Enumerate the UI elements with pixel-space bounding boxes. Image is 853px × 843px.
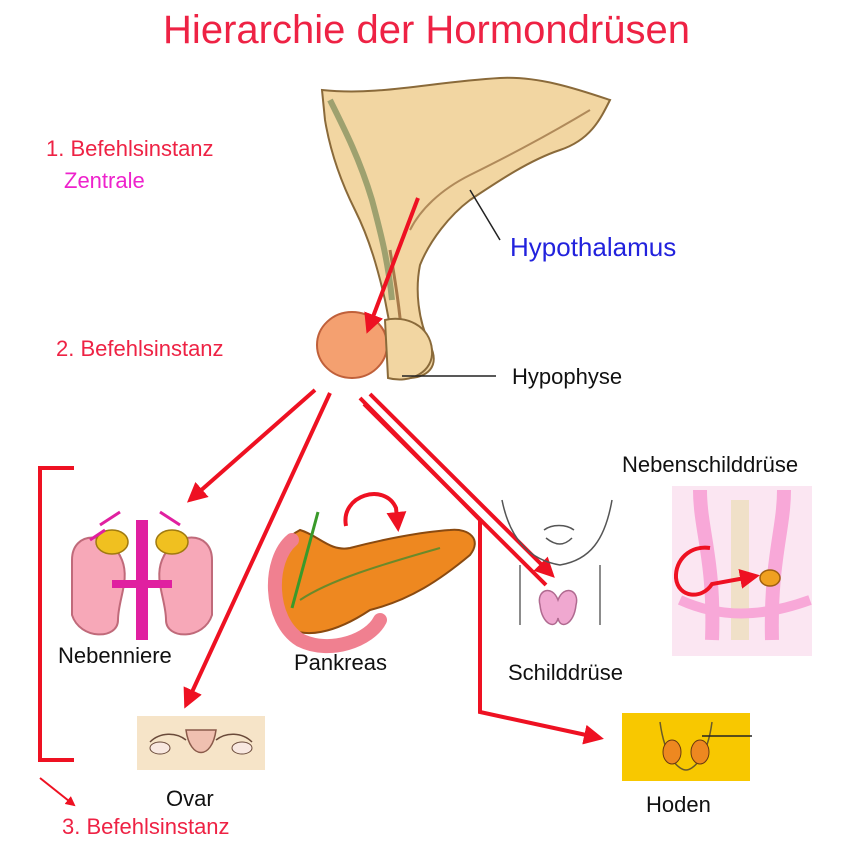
nebenschilddruese-label: Nebenschilddrüse [622, 454, 798, 476]
nebenniere-label: Nebenniere [58, 645, 172, 667]
schilddruese-illustration [502, 500, 612, 625]
page-title: Hierarchie der Hormondrüsen [0, 10, 853, 50]
level-1-label: 1. Befehlsinstanz [46, 138, 214, 160]
level-bracket [40, 468, 74, 805]
nebenschilddruese-illustration [672, 486, 812, 656]
pankreas-label: Pankreas [294, 652, 387, 674]
ovar-label: Ovar [166, 788, 214, 810]
level-3-label: 3. Befehlsinstanz [62, 816, 230, 838]
pankreas-illustration [270, 494, 474, 646]
hoden-illustration [622, 713, 752, 781]
hypothalamus-label: Hypothalamus [510, 234, 676, 260]
hoden-label: Hoden [646, 794, 711, 816]
schilddruese-label: Schilddrüse [508, 662, 623, 684]
level-2-label: 2. Befehlsinstanz [56, 338, 224, 360]
level-1-sublabel: Zentrale [64, 170, 145, 192]
ovar-illustration [137, 716, 265, 770]
hypophyse-label: Hypophyse [512, 366, 622, 388]
hypophyse-illustration [317, 312, 496, 380]
nebenniere-illustration [72, 512, 212, 640]
